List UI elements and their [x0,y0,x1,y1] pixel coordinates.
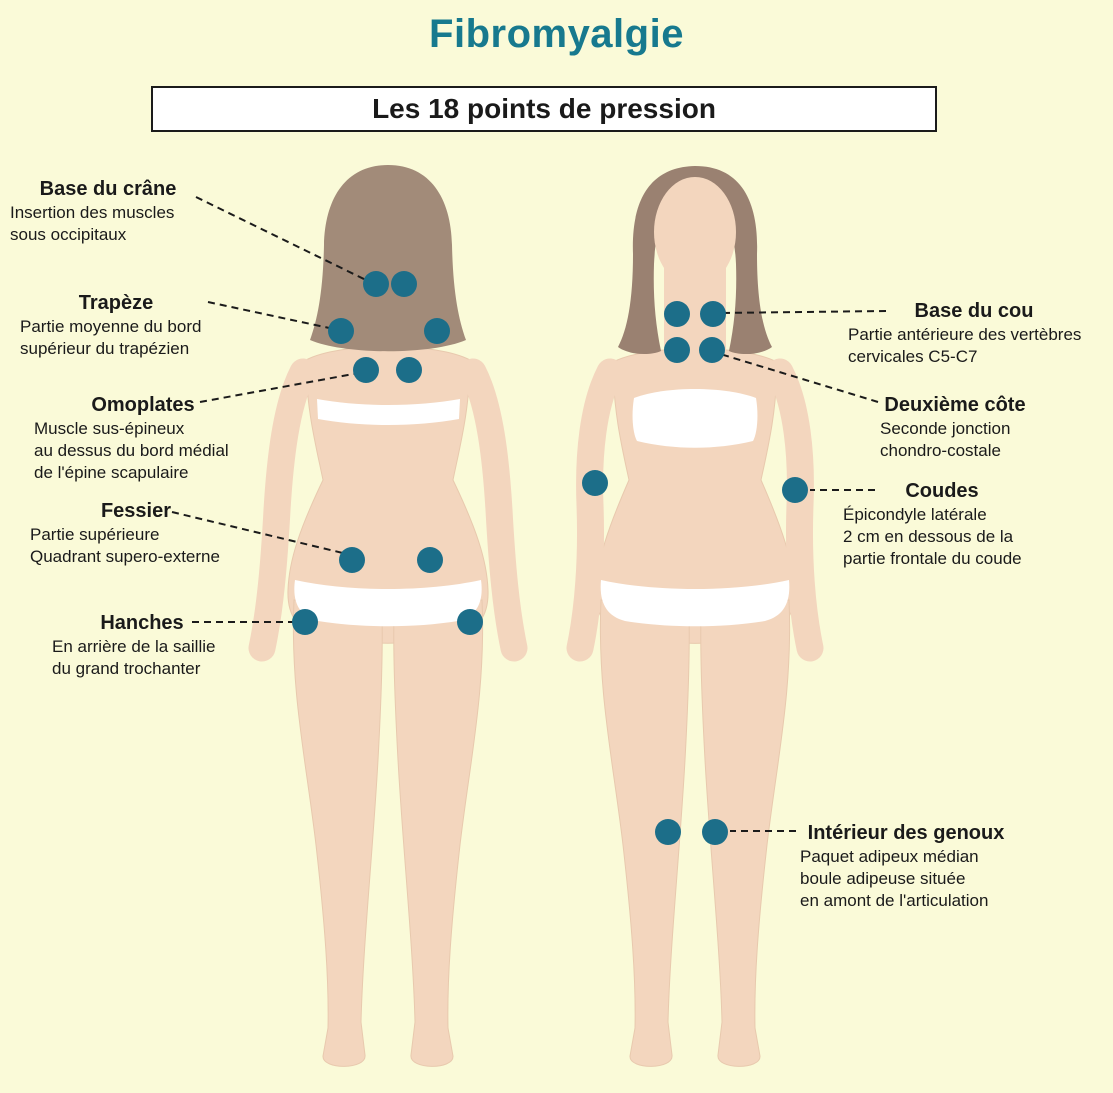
front-figure-underwear [600,580,790,627]
point-desc-line: du grand trochanter [52,659,201,678]
label-omoplates: Omoplates Muscle sus-épineux au dessus d… [34,392,252,484]
point-name: Base du crâne [39,178,177,200]
back-figure-left-arm [248,358,317,662]
front-figure-left-leg [599,599,690,1067]
point-desc-line: partie frontale du coude [843,549,1022,568]
dot-deuxieme-cote-left [664,337,690,363]
front-figure-right-arm [766,358,824,662]
point-desc-line: boule adipeuse située [800,869,966,888]
dot-base-du-cou-right [700,301,726,327]
dot-fessier-left [339,547,365,573]
point-desc-line: en amont de l'articulation [800,891,989,910]
point-desc-line: Partie moyenne du bord [20,317,202,336]
point-desc-line: chondro-costale [880,441,1001,460]
label-fessier: Fessier Partie supérieure Quadrant super… [30,498,242,568]
back-figure-right-leg [393,599,484,1067]
front-figure-left-arm [566,358,624,662]
dot-coude-left [582,470,608,496]
label-hanches: Hanches En arrière de la saillie du gran… [52,610,232,680]
point-desc-line: 2 cm en dessous de la [843,527,1014,546]
dot-base-du-crane-right [391,271,417,297]
front-figure [566,166,824,1067]
connector-deuxieme-cote [716,352,879,403]
connector-lines [171,196,887,832]
point-desc-line: Partie antérieure des vertèbres [848,325,1082,344]
connector-base-du-cou [718,310,887,314]
point-desc-line: Épicondyle latérale [843,505,987,524]
back-figure [248,165,528,1067]
subtitle-banner: Les 18 points de pression [151,86,937,132]
point-desc-line: de l'épine scapulaire [34,463,189,482]
point-desc-line: Muscle sus-épineux [34,419,185,438]
point-desc-line: Paquet adipeux médian [800,847,979,866]
connector-fessier [171,511,348,555]
back-figure-underwear [294,580,482,627]
label-base-du-crane: Base du crâne Insertion des muscles sous… [10,176,206,246]
point-desc-line: sous occipitaux [10,225,127,244]
dot-omoplate-right [396,357,422,383]
dot-genou-left [655,819,681,845]
connector-base-du-crane [195,196,369,282]
point-name: Trapèze [78,292,154,314]
dot-trapeze-left [328,318,354,344]
point-name: Base du cou [914,300,1034,322]
dot-trapeze-right [424,318,450,344]
point-desc-line: En arrière de la saillie [52,637,216,656]
point-desc-line: Quadrant supero-externe [30,547,220,566]
dot-omoplate-left [353,357,379,383]
connector-trapeze [207,301,335,330]
dot-fessier-right [417,547,443,573]
label-trapeze: Trapèze Partie moyenne du bord supérieur… [20,290,212,360]
point-name: Omoplates [91,394,195,416]
front-figure-face [654,177,736,287]
label-deuxieme-cote: Deuxième côte Seconde jonction chondro-c… [880,392,1030,462]
dot-coude-right [782,477,808,503]
label-base-du-cou: Base du cou Partie antérieure des vertèb… [848,298,1100,368]
point-desc-line: Insertion des muscles [10,203,175,222]
point-name: Deuxième côte [884,394,1026,416]
label-interieur-genoux: Intérieur des genoux Paquet adipeux médi… [800,820,1012,912]
back-figure-bra-band [317,399,460,425]
dot-base-du-crane-left [363,271,389,297]
subtitle-text: Les 18 points de pression [372,93,716,124]
dot-deuxieme-cote-right [699,337,725,363]
back-figure-right-arm [459,358,528,662]
dot-base-du-cou-left [664,301,690,327]
point-desc-line: Seconde jonction [880,419,1011,438]
point-name: Hanches [100,612,184,634]
page-title: Fibromyalgie [429,12,684,56]
dot-genou-right [702,819,728,845]
front-figure-right-leg [700,599,791,1067]
back-figure-left-leg [292,599,383,1067]
dot-hanche-left [292,609,318,635]
point-desc-line: au dessus du bord médial [34,441,229,460]
front-figure-hair [618,166,772,355]
point-desc-line: cervicales C5-C7 [848,347,978,366]
point-name: Coudes [905,480,979,502]
label-coudes: Coudes Épicondyle latérale 2 cm en desso… [843,478,1041,570]
front-figure-bandeau-top [632,389,758,448]
point-desc-line: supérieur du trapézien [20,339,190,358]
point-name: Fessier [100,500,172,522]
point-desc-line: Partie supérieure [30,525,160,544]
dot-hanche-right [457,609,483,635]
point-name: Intérieur des genoux [807,822,1005,844]
connector-omoplates [199,372,360,403]
back-figure-hair [310,165,466,352]
pressure-points [292,271,808,845]
